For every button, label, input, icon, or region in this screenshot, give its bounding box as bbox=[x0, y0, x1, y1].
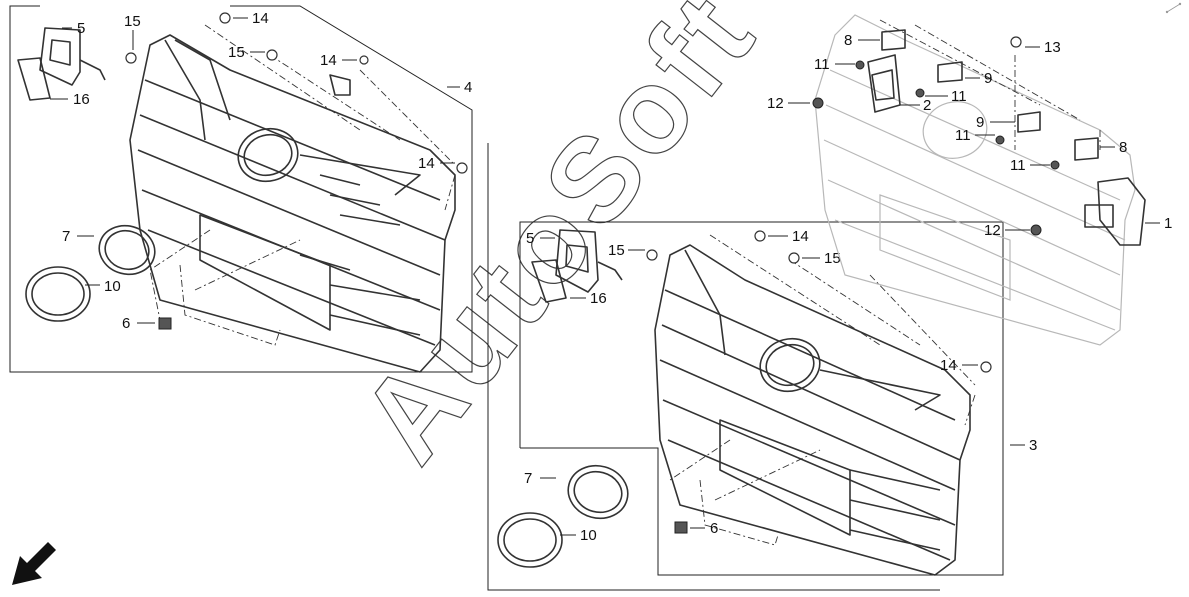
fog-ring-10-middle bbox=[497, 512, 563, 568]
bolt-icon bbox=[855, 60, 865, 70]
callout-5: 5 bbox=[77, 20, 85, 37]
callout-15: 15 bbox=[824, 250, 841, 267]
nut-icon bbox=[812, 97, 824, 109]
screw-icon bbox=[219, 12, 231, 24]
bolt-icon bbox=[915, 88, 925, 98]
callout-14: 14 bbox=[320, 52, 337, 69]
callout-13: 13 bbox=[1044, 39, 1061, 56]
callout-12: 12 bbox=[767, 95, 784, 112]
harness-left bbox=[79, 59, 106, 81]
bracket-9-mid bbox=[1017, 111, 1041, 133]
callout-15: 15 bbox=[228, 44, 245, 61]
grille-left bbox=[129, 34, 456, 373]
group-right-assembly: 8 11 9 13 12 2 11 9 11 8 11 12 1 bbox=[767, 14, 1172, 346]
screw-icon bbox=[1010, 36, 1022, 48]
callout-1: 1 bbox=[1164, 215, 1172, 232]
callout-15: 15 bbox=[124, 13, 141, 30]
screw-icon bbox=[788, 252, 800, 264]
group-left-assembly: 5 15 14 15 14 4 16 14 7 10 6 bbox=[9, 5, 473, 373]
callout-14: 14 bbox=[252, 10, 269, 27]
callout-4: 4 bbox=[464, 79, 472, 96]
frame-left bbox=[9, 5, 473, 373]
bracket-8-right bbox=[1074, 137, 1099, 161]
grille-middle bbox=[654, 244, 971, 576]
bolt-icon bbox=[1050, 160, 1060, 170]
callout-16: 16 bbox=[590, 290, 607, 307]
callout-11: 11 bbox=[951, 88, 967, 105]
fog-ring-10-left bbox=[25, 266, 91, 322]
screw-icon bbox=[125, 52, 137, 64]
screw-icon bbox=[456, 162, 468, 174]
fog-bezel-7-left bbox=[98, 224, 156, 276]
callout-8: 8 bbox=[1119, 139, 1127, 156]
group-middle-assembly: 5 15 14 15 16 14 3 7 10 6 bbox=[487, 143, 1037, 591]
dash-lines-middle bbox=[669, 234, 976, 546]
screw-icon bbox=[980, 361, 992, 373]
callout-7: 7 bbox=[524, 470, 532, 487]
callout-11: 11 bbox=[1010, 157, 1026, 174]
grille-right-ghost bbox=[814, 14, 1136, 346]
frame-middle-outer bbox=[487, 143, 940, 591]
callout-16: 16 bbox=[73, 91, 90, 108]
fog-bezel-7-middle bbox=[567, 464, 629, 520]
callout-10: 10 bbox=[104, 278, 121, 295]
screw-icon bbox=[359, 55, 369, 65]
callout-3: 3 bbox=[1029, 437, 1037, 454]
callout-15: 15 bbox=[608, 242, 625, 259]
bracket-2 bbox=[867, 54, 901, 113]
callout-9: 9 bbox=[984, 70, 992, 87]
callout-14: 14 bbox=[792, 228, 809, 245]
dash-lines-left bbox=[149, 24, 456, 346]
bracket-9-top bbox=[937, 61, 963, 83]
screw-icon bbox=[754, 230, 766, 242]
callout-11: 11 bbox=[955, 127, 971, 144]
screw-icon bbox=[646, 249, 658, 261]
callout-8: 8 bbox=[844, 32, 852, 49]
compass-icon bbox=[1165, 2, 1182, 14]
callout-7: 7 bbox=[62, 228, 70, 245]
callout-9: 9 bbox=[976, 114, 984, 131]
bracket-5-middle bbox=[555, 229, 599, 293]
screw-icon bbox=[266, 49, 278, 61]
nut-icon bbox=[1030, 224, 1042, 236]
callout-6: 6 bbox=[710, 520, 718, 537]
clip-14-left bbox=[329, 74, 351, 96]
bolt-icon bbox=[995, 135, 1005, 145]
bracket-16-left bbox=[17, 57, 51, 101]
nut-icon bbox=[674, 521, 688, 534]
callout-11: 11 bbox=[814, 56, 830, 73]
callout-5: 5 bbox=[526, 230, 534, 247]
harness-middle bbox=[597, 261, 623, 281]
callout-10: 10 bbox=[580, 527, 597, 544]
callout-14: 14 bbox=[940, 357, 957, 374]
callout-2: 2 bbox=[923, 97, 931, 114]
callout-12: 12 bbox=[984, 222, 1001, 239]
frame-middle bbox=[519, 221, 1004, 576]
callout-14: 14 bbox=[418, 155, 435, 172]
bracket-8-top bbox=[881, 29, 906, 51]
callout-6: 6 bbox=[122, 315, 130, 332]
bracket-16-middle bbox=[531, 259, 567, 303]
arrow-down-left-icon bbox=[12, 542, 56, 585]
nut-icon bbox=[158, 317, 172, 330]
bracket-5-left bbox=[39, 27, 81, 86]
bracket-1 bbox=[1084, 177, 1146, 246]
